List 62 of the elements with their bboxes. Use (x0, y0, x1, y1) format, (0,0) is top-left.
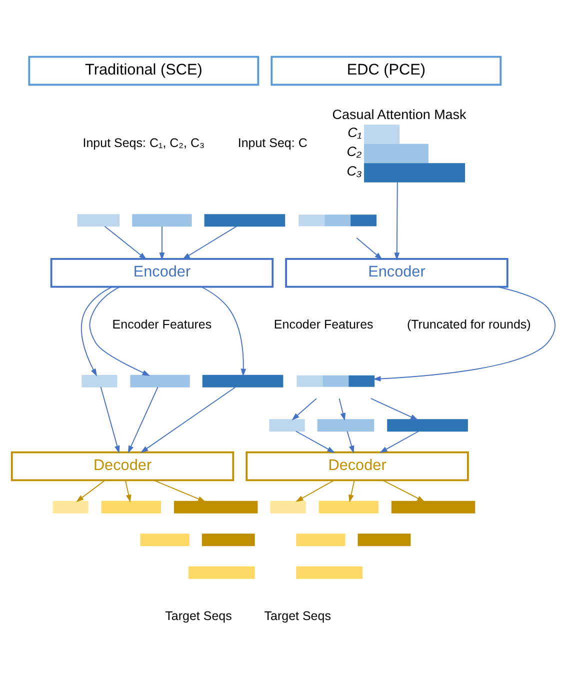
arrow (182, 226, 238, 260)
label: Target Seqs (165, 609, 232, 624)
node-bar (270, 500, 306, 514)
node-bar (132, 214, 192, 227)
node-bar (391, 500, 476, 514)
arrow (348, 480, 355, 502)
node-bar (296, 566, 363, 579)
node-bar (202, 534, 255, 546)
arrow (140, 386, 236, 453)
label: Input Seqs: C₁, C₂, C₃ (82, 136, 205, 150)
arrow (128, 386, 158, 454)
node-bar (77, 214, 120, 227)
node-bar (130, 374, 190, 388)
node-bar (204, 214, 286, 227)
label: (Truncated for rounds) (406, 318, 531, 332)
arrow (153, 480, 206, 502)
arrow (338, 398, 346, 421)
node-bar (202, 374, 284, 388)
node-bar (269, 419, 305, 432)
arrow (89, 286, 150, 376)
arrow (295, 430, 335, 453)
label: Target Seqs (264, 609, 331, 624)
node-bar (82, 374, 118, 388)
node-bar (317, 419, 374, 432)
node-bar (318, 500, 378, 514)
node-bar (188, 566, 255, 579)
arrow (380, 430, 420, 453)
node-bar (174, 500, 258, 514)
arrow (292, 398, 317, 420)
node-box: Encoder (50, 258, 274, 288)
node-bar (140, 534, 190, 546)
label: Encoder Features (274, 318, 374, 332)
arrow (104, 226, 147, 260)
node-box: Decoder (10, 451, 234, 482)
arrow (356, 237, 382, 260)
arrow (76, 480, 106, 502)
arrow (296, 480, 334, 502)
node-box: Encoder (285, 258, 508, 288)
node-label: C₂ (346, 144, 362, 160)
label: Encoder Features (112, 318, 212, 332)
node-label: Casual Attention Mask (332, 107, 466, 122)
arrow (159, 226, 165, 260)
arrow (80, 286, 112, 376)
label: Input Seq: C (238, 136, 308, 150)
node-box: EDC (PCE) (270, 56, 502, 86)
arrow (373, 286, 556, 382)
node-bar (296, 534, 346, 546)
node-bar (101, 500, 161, 514)
arrow (370, 398, 418, 420)
node-label: C₃ (346, 163, 362, 178)
arrow (200, 286, 246, 376)
arrow (382, 480, 425, 502)
node-bar (52, 500, 88, 514)
arrow (346, 430, 354, 454)
node-box: Decoder (246, 451, 469, 482)
node-box: Traditional (SCE) (28, 56, 260, 86)
node-bar (387, 419, 468, 432)
node-bar (358, 534, 411, 546)
arrow (124, 480, 132, 502)
node-label: C₁ (348, 124, 362, 140)
arrow (100, 386, 120, 454)
arrow (394, 181, 400, 260)
